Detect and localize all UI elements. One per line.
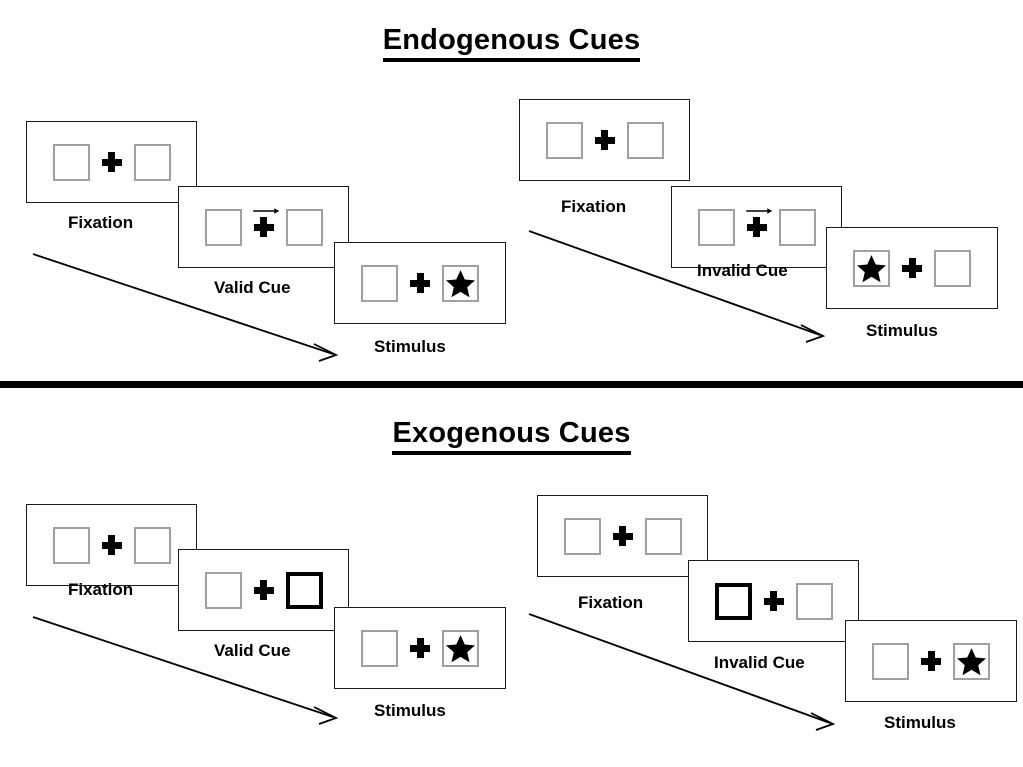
placeholder-box-right — [133, 143, 171, 181]
placeholder-box-left — [545, 121, 583, 159]
stimulus-box-right — [953, 642, 990, 680]
panel-exogenous-invalid-cue — [688, 560, 859, 642]
stage-label-exogenous-invalid-stimulus: Stimulus — [884, 713, 956, 732]
star-icon — [446, 634, 475, 662]
fixation-cross-icon — [242, 569, 286, 611]
fixation-cross-icon — [398, 627, 442, 669]
placeholder-box-left — [361, 629, 398, 667]
stage-label-endogenous-invalid-fixation: Fixation — [561, 197, 627, 216]
placeholder-box-left — [52, 526, 90, 564]
stage-label-exogenous-valid-stimulus: Stimulus — [374, 701, 446, 720]
placeholder-box-right — [778, 208, 816, 246]
star-icon — [446, 269, 475, 297]
fixation-cross-icon — [735, 206, 779, 248]
fixation-cross-icon — [398, 262, 442, 304]
placeholder-box-right — [644, 517, 682, 555]
fixation-cross-icon — [752, 580, 796, 622]
placeholder-box-left — [361, 264, 398, 302]
stage-label-exogenous-valid-fixation: Fixation — [68, 580, 134, 599]
stage-label-exogenous-invalid-cue: Invalid Cue — [714, 653, 805, 672]
fixation-cross-icon — [90, 524, 134, 566]
placeholder-box-right — [626, 121, 664, 159]
panel-exogenous-valid-fixation — [26, 504, 197, 586]
star-icon — [857, 254, 886, 282]
panel-exogenous-invalid-stimulus — [845, 620, 1017, 702]
placeholder-box-left — [52, 143, 90, 181]
placeholder-box-right — [133, 526, 171, 564]
panel-endogenous-invalid-stimulus — [826, 227, 998, 309]
placeholder-box-left — [204, 571, 242, 609]
stage-label-endogenous-valid-cue: Valid Cue — [214, 278, 291, 297]
cue-highlight-box-right — [285, 571, 323, 609]
placeholder-box-right — [285, 208, 323, 246]
panel-endogenous-valid-cue — [178, 186, 349, 268]
panel-exogenous-valid-cue — [178, 549, 349, 631]
stage-label-exogenous-invalid-fixation: Fixation — [578, 593, 644, 612]
placeholder-box-left — [697, 208, 735, 246]
section-title-exogenous: Exogenous Cues — [0, 417, 1023, 455]
fixation-cross-icon — [909, 640, 953, 682]
stage-label-endogenous-valid-stimulus: Stimulus — [374, 337, 446, 356]
section-divider — [0, 381, 1023, 388]
fixation-cross-icon — [90, 141, 134, 183]
panel-endogenous-invalid-fixation — [519, 99, 690, 181]
fixation-cross-icon — [890, 247, 934, 289]
placeholder-box-right — [934, 249, 971, 287]
star-icon — [957, 647, 986, 675]
panel-endogenous-valid-stimulus — [334, 242, 506, 324]
stage-label-endogenous-valid-fixation: Fixation — [68, 213, 134, 232]
fixation-cross-icon — [583, 119, 627, 161]
placeholder-box-right — [795, 582, 833, 620]
section-title-endogenous: Endogenous Cues — [0, 24, 1023, 62]
panel-exogenous-valid-stimulus — [334, 607, 506, 689]
stimulus-box-left — [853, 249, 890, 287]
stage-label-exogenous-valid-cue: Valid Cue — [214, 641, 291, 660]
placeholder-box-left — [563, 517, 601, 555]
stage-label-endogenous-invalid-cue: Invalid Cue — [697, 261, 788, 280]
panel-exogenous-invalid-fixation — [537, 495, 708, 577]
panel-endogenous-valid-fixation — [26, 121, 197, 203]
section-title-exogenous-text: Exogenous Cues — [392, 417, 631, 455]
placeholder-box-left — [204, 208, 242, 246]
stage-label-endogenous-invalid-stimulus: Stimulus — [866, 321, 938, 340]
arrow-right-icon — [745, 208, 772, 214]
fixation-cross-icon — [242, 206, 286, 248]
fixation-cross-icon — [601, 515, 645, 557]
placeholder-box-left — [872, 642, 909, 680]
section-title-endogenous-text: Endogenous Cues — [382, 24, 641, 62]
stimulus-box-right — [442, 629, 479, 667]
panel-endogenous-invalid-cue — [671, 186, 842, 268]
cue-highlight-box-left — [714, 582, 752, 620]
arrow-right-icon — [252, 208, 279, 214]
stimulus-box-right — [442, 264, 479, 302]
